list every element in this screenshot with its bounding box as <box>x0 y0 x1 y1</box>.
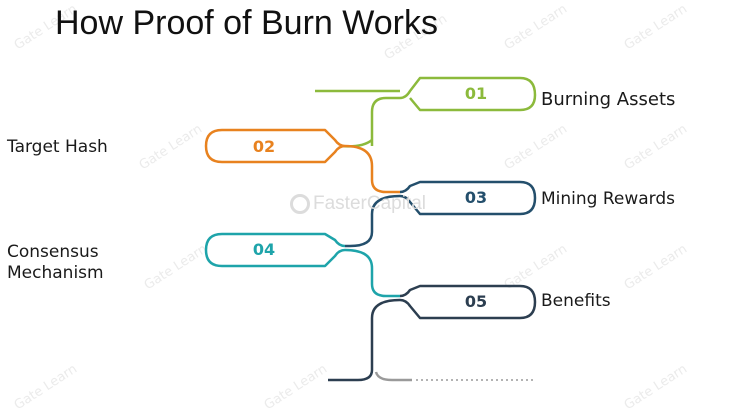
center-watermark-logo: FasterCapital <box>290 193 426 215</box>
step-04-shape <box>204 232 400 298</box>
step-03-shape <box>345 180 537 248</box>
step-05-number: 05 <box>464 292 488 311</box>
step-04-number: 04 <box>252 240 276 259</box>
page-title: How Proof of Burn Works <box>55 4 438 42</box>
connector-bottom <box>374 371 412 382</box>
step-02-shape <box>204 128 400 194</box>
step-02-label: Target Hash <box>7 137 108 157</box>
step-01-shape <box>370 76 537 146</box>
step-05-shape <box>328 284 537 382</box>
step-02-number: 02 <box>252 137 276 156</box>
step-04-label: Consensus Mechanism <box>7 242 104 283</box>
center-watermark-text: FasterCapital <box>313 193 426 214</box>
step-03-number: 03 <box>464 188 488 207</box>
step-05-label: Benefits <box>541 291 611 311</box>
logo-icon <box>290 194 310 214</box>
step-01-number: 01 <box>464 84 488 103</box>
step-01-label: Burning Assets <box>541 89 676 110</box>
step-03-label: Mining Rewards <box>541 189 676 209</box>
